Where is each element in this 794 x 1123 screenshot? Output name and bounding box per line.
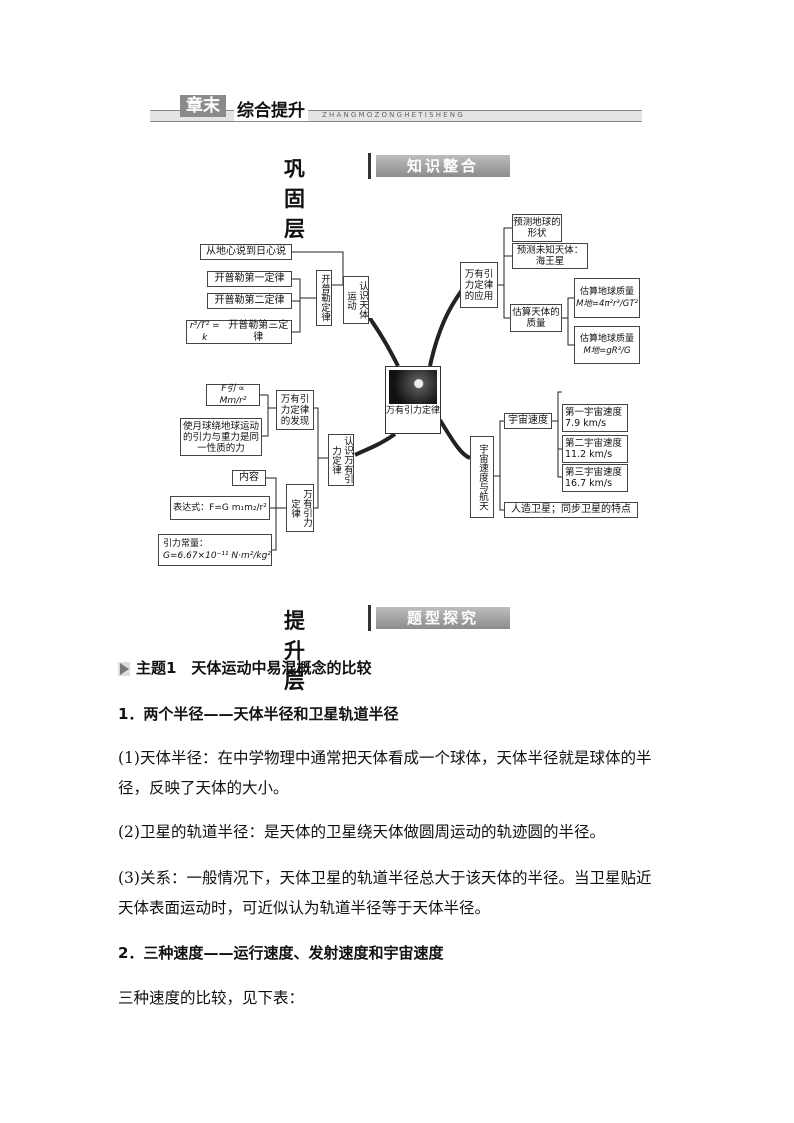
paragraph-orbit-radius: (2)卫星的轨道半径：是天体的卫星绕天体做圆周运动的轨迹圆的半径。 [118,822,605,842]
play-icon [118,662,130,676]
second-cosmic-speed: 第二宇宙速度 11.2 km/s [562,435,628,463]
earth-mass-gravity-label: 估算地球质量 [580,333,634,345]
branch-applications: 万有引力定律的应用 [460,262,498,308]
constant-label: 引力常量： [163,538,208,550]
constant-value: G=6.67×10⁻¹¹ N·m²/kg² [163,550,271,562]
branch-cosmic-speed-spaceflight: 宇宙速度与航天 [470,436,494,518]
branch-know-celestial-motion: 认识天体运动 [343,276,369,324]
kepler-third-law: r³/T² = k 开普勒第三定律 [186,320,292,344]
earth-mass-orbit-formula: M地=4π²r³/GT² [576,298,638,310]
branch-know-gravitation: 认识万有引力定律 [328,434,354,486]
earth-mass-orbit: 估算地球质量 M地=4π²r³/GT² [574,278,640,318]
kepler-second-law: 开普勒第二定律 [207,293,292,309]
kepler-third-label: 开普勒第三定律 [225,320,291,344]
law-expression: 表达式：F=G m₁m₂/r² [170,496,270,520]
kepler-laws-node: 开普勒定律 [316,270,332,326]
moon-gravity-note: 使月球绕地球运动的引力与重力是同一性质的力 [180,418,262,456]
paragraph-relation-line1: (3)关系：一般情况下，天体卫星的轨道半径总大于该天体的半径。当卫星贴近 [118,868,651,888]
first-cosmic-value: 7.9 km/s [565,418,606,429]
mind-map-center: 万有引力定律 [385,366,441,434]
predict-earth-shape: 预测地球的形状 [512,214,562,242]
satellite-image [389,370,437,404]
paragraph-celestial-radius-line1: (1)天体半径：在中学物理中通常把天体看成一个球体，天体半径就是球体的半 [118,748,651,768]
heading-two-radii: 1．两个半径——天体半径和卫星轨道半径 [118,704,398,724]
earth-mass-gravity: 估算地球质量 M地=gR²/G [574,326,640,364]
predict-neptune: 预测未知天体：海王星 [512,243,588,269]
paragraph-celestial-radius-line2: 径，反映了天体的大小。 [118,778,289,798]
heading-three-speeds: 2．三种速度——运行速度、发射速度和宇宙速度 [118,943,443,963]
third-cosmic-label: 第三宇宙速度 [565,467,622,478]
section-divider [368,605,371,631]
mind-map-connectors [0,0,794,600]
third-cosmic-value: 16.7 km/s [565,478,612,489]
earth-mass-gravity-formula: M地=gR²/G [583,345,630,357]
geocentric-to-heliocentric: 从地心说到日心说 [200,244,292,260]
gravitational-constant: 引力常量： G=6.67×10⁻¹¹ N·m²/kg² [158,534,272,566]
topic-heading-text: 主题1 天体运动中易混概念的比较 [136,659,371,677]
gravitation-law-node: 万有引力定律 [286,484,314,532]
law-content: 内容 [232,470,266,486]
estimate-mass: 估算天体的质量 [510,304,562,332]
section-tag: 题型探究 [376,607,510,629]
section-title: 提升层 [284,605,306,695]
first-cosmic-label: 第一宇宙速度 [565,407,622,418]
second-cosmic-value: 11.2 km/s [565,449,612,460]
first-cosmic-speed: 第一宇宙速度 7.9 km/s [562,404,628,432]
artificial-satellite-node: 人造卫星；同步卫星的特点 [504,502,638,518]
topic-heading: 主题1 天体运动中易混概念的比较 [118,658,371,678]
discovery-node: 万有引力定律的发现 [276,390,314,430]
kepler-third-formula: r³/T² = k [187,320,222,344]
third-cosmic-speed: 第三宇宙速度 16.7 km/s [562,464,628,492]
earth-mass-orbit-label: 估算地球质量 [580,286,634,298]
paragraph-relation-line2: 天体表面运动时，可近似认为轨道半径等于天体半径。 [118,898,490,918]
cosmic-speed-node: 宇宙速度 [504,413,552,429]
center-label: 万有引力定律 [386,406,440,417]
second-cosmic-label: 第二宇宙速度 [565,438,622,449]
paragraph-speed-comparison: 三种速度的比较，见下表： [118,988,304,1008]
mind-map: 万有引力定律 认识天体运动 开普勒定律 从地心说到日心说 开普勒第一定律 开普勒… [0,0,794,600]
proportional-formula: F引 ∝ Mm/r² [206,384,260,406]
kepler-first-law: 开普勒第一定律 [207,271,292,287]
